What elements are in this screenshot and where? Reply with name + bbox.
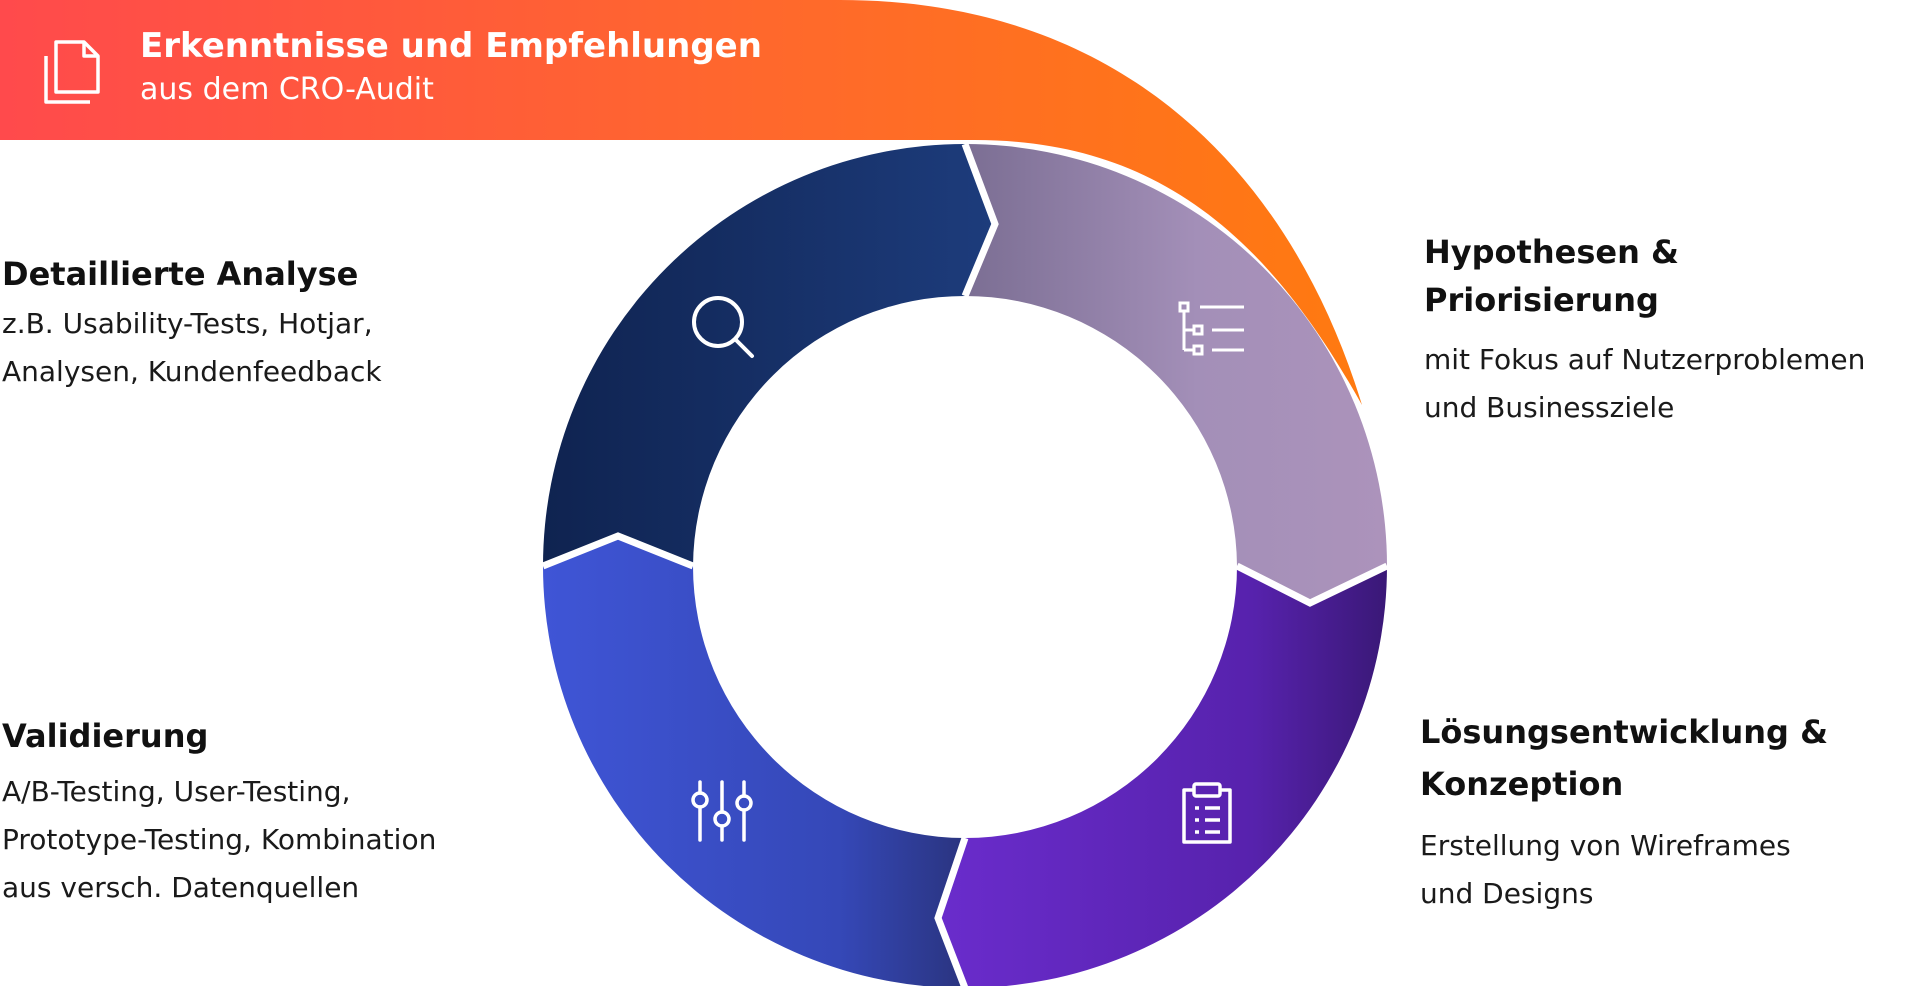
step-analysis: Detaillierte Analyse z.B. Usability-Test… <box>2 250 382 396</box>
step-hypotheses: Hypothesen & Priorisierung mit Fokus auf… <box>1424 228 1865 432</box>
step-analysis-desc-1: z.B. Usability-Tests, Hotjar, <box>2 307 373 340</box>
step-validation-desc-1: A/B-Testing, User-Testing, <box>2 775 351 808</box>
step-solution-title-1: Lösungsentwicklung & <box>1420 713 1828 751</box>
step-hypotheses-desc-1: mit Fokus auf Nutzerproblemen <box>1424 343 1866 376</box>
step-validation-desc-2: Prototype-Testing, Kombination <box>2 823 437 856</box>
magnifier-icon <box>692 296 754 358</box>
banner-arrow <box>0 0 1362 405</box>
documents-icon <box>44 40 100 104</box>
list-tree-icon <box>1178 301 1244 356</box>
step-hypotheses-title-1: Hypothesen & <box>1424 233 1679 271</box>
step-validation: Validierung A/B-Testing, User-Testing, P… <box>2 712 436 912</box>
segment-analysis <box>543 144 995 566</box>
banner-subtitle: aus dem CRO-Audit <box>140 72 434 107</box>
step-solution-desc-2: und Designs <box>1420 877 1594 910</box>
step-analysis-desc-2: Analysen, Kundenfeedback <box>2 355 382 388</box>
segment-validation <box>543 536 965 986</box>
step-solution-desc-1: Erstellung von Wireframes <box>1420 829 1791 862</box>
step-analysis-title: Detaillierte Analyse <box>2 255 359 293</box>
step-validation-title: Validierung <box>2 717 209 755</box>
banner-title: Erkenntnisse und Empfehlungen <box>140 26 762 66</box>
segment-hypotheses <box>965 144 1387 603</box>
step-validation-desc-3: aus versch. Datenquellen <box>2 871 360 904</box>
step-hypotheses-desc-2: und Businessziele <box>1424 391 1675 424</box>
segment-solution <box>938 566 1387 986</box>
sliders-icon <box>691 780 753 842</box>
step-solution: Lösungsentwicklung & Konzeption Erstellu… <box>1420 708 1828 918</box>
step-solution-title-2: Konzeption <box>1420 765 1624 803</box>
step-hypotheses-title-2: Priorisierung <box>1424 281 1659 319</box>
clipboard-list-icon <box>1182 782 1232 844</box>
